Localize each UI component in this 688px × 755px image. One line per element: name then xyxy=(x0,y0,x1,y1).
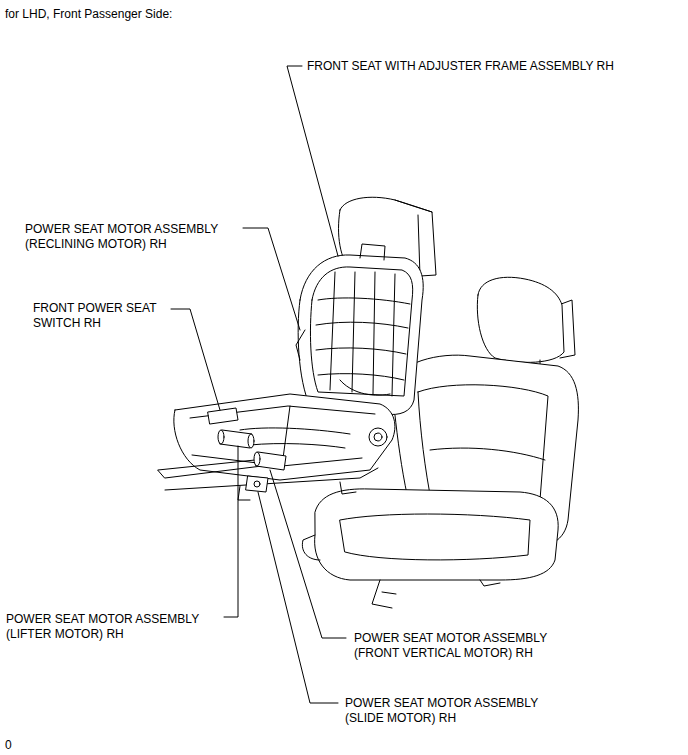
seat-frame xyxy=(158,197,436,500)
part-label: POWER SEAT MOTOR ASSEMBLY (RECLINING MOT… xyxy=(25,222,237,252)
part-label: FRONT POWER SEAT SWITCH RH xyxy=(33,301,167,331)
part-label: FRONT SEAT WITH ADJUSTER FRAME ASSEMBLY … xyxy=(307,59,614,74)
seat-leg xyxy=(372,580,500,608)
headrest xyxy=(477,277,564,362)
leader-line xyxy=(171,309,220,410)
leader-line xyxy=(287,66,338,256)
cushion-side xyxy=(302,535,320,560)
frame-inner xyxy=(310,267,412,396)
page-title: for LHD, Front Passenger Side: xyxy=(5,7,172,22)
leader-line xyxy=(270,470,346,638)
slide-motor xyxy=(246,476,268,492)
leader-line xyxy=(258,492,338,703)
switch-body xyxy=(208,408,238,424)
frame-wires xyxy=(316,244,410,396)
cushion-panel xyxy=(340,514,530,560)
cushion xyxy=(315,489,559,580)
vertical-motor xyxy=(254,452,286,470)
part-label: POWER SEAT MOTOR ASSEMBLY (LIFTER MOTOR)… xyxy=(6,612,218,642)
lifter-motor xyxy=(218,430,254,448)
part-label: POWER SEAT MOTOR ASSEMBLY (FRONT VERTICA… xyxy=(354,631,566,661)
figure-number: 0 xyxy=(5,738,12,753)
part-label: POWER SEAT MOTOR ASSEMBLY (SLIDE MOTOR) … xyxy=(345,696,557,726)
cushion-frame xyxy=(174,394,395,480)
recliner-hinge xyxy=(374,433,382,441)
leader-lines xyxy=(171,66,346,703)
frame-harness xyxy=(296,330,390,395)
recliner-hinge xyxy=(369,428,387,446)
backrest-frame xyxy=(298,255,423,415)
leader-line xyxy=(243,228,300,330)
leader-line xyxy=(224,446,238,617)
backrest-seam xyxy=(430,448,545,460)
